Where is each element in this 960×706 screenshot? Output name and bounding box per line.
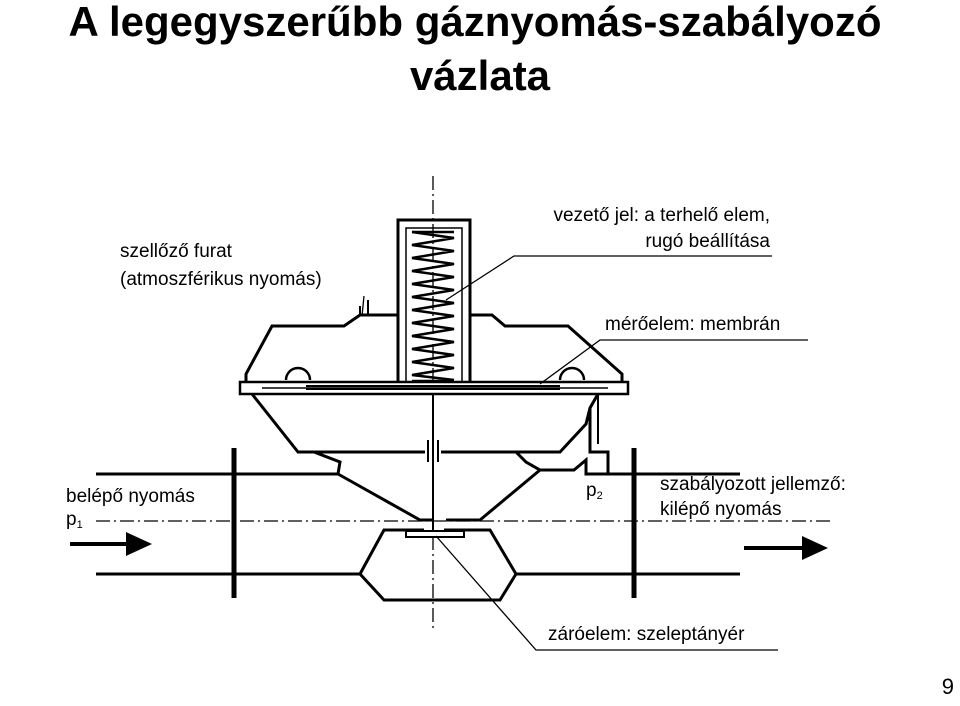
outlet-pressure-symbol: p2: [586, 480, 603, 502]
valve-stem: [427, 394, 439, 534]
title-line-2: vázlata: [409, 52, 551, 99]
lower-chamber: [250, 393, 610, 474]
regulated-variable-label-detail: kilépő nyomás: [660, 499, 781, 520]
pipe-flanges: [231, 448, 637, 598]
closing-element-label: záróelem: szeleptányér: [548, 624, 745, 645]
inlet-pressure-label: belépő nyomás: [66, 486, 195, 507]
valve-disc: [405, 530, 465, 538]
vent-label: szellőző furat: [120, 241, 233, 262]
control-signal-label: vezető jel: a terhelő elem,: [553, 205, 770, 226]
control-signal-label-detail: rugó beállítása: [645, 231, 770, 252]
spring-housing: [396, 218, 472, 382]
regulated-variable-label: szabályozott jellemző:: [660, 474, 846, 495]
valve-body: [96, 450, 740, 602]
diaphragm-flange: [238, 380, 630, 396]
leader-lines: [361, 255, 808, 651]
upper-chamber: [244, 300, 624, 392]
spring-icon: [411, 230, 455, 382]
page-number: 9: [941, 674, 954, 699]
inlet-pressure-symbol: p1: [66, 509, 83, 531]
title-line-1: A legegyszerűbb gáznyomás-szabályozó: [68, 0, 882, 45]
inlet-arrow-icon: [70, 532, 152, 556]
outlet-arrow-icon: [744, 536, 828, 560]
vent-label-detail: (atmoszférikus nyomás): [120, 269, 322, 290]
sensor-label: mérőelem: membrán: [605, 314, 780, 335]
slide-title: A legegyszerűbb gáznyomás-szabályozó váz…: [0, 0, 960, 98]
